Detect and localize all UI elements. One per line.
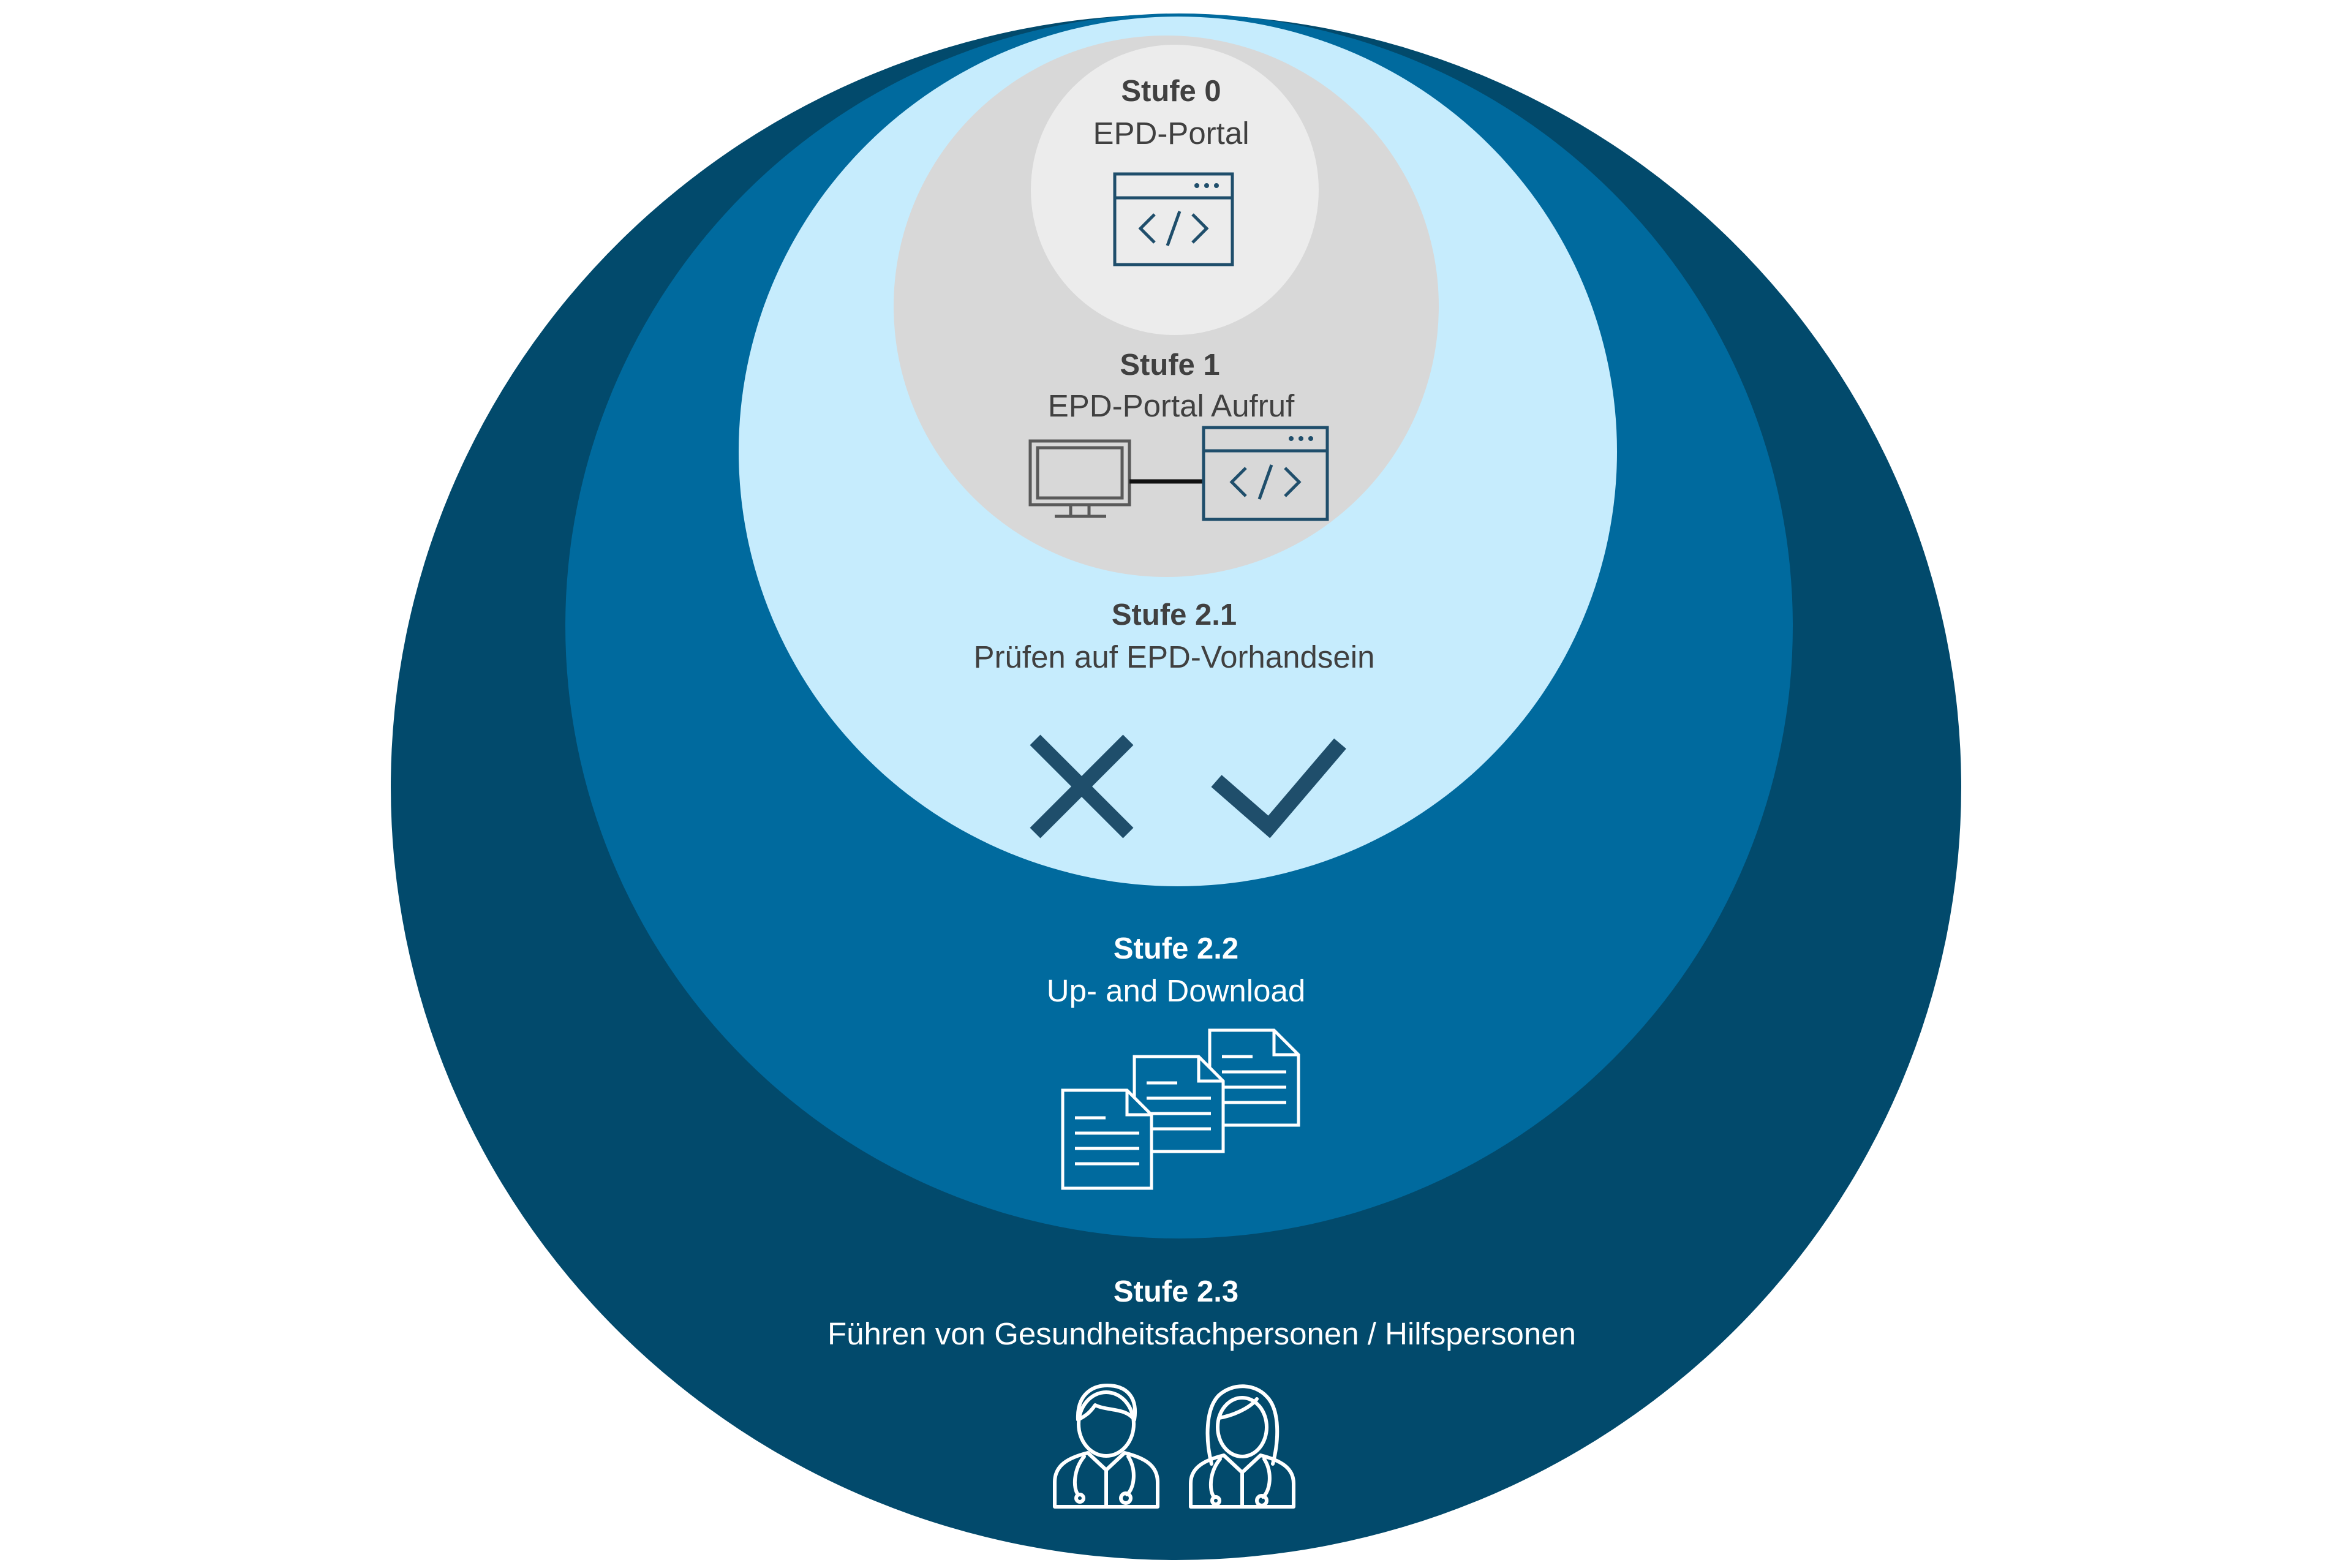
browser-code-icon	[1202, 426, 1329, 521]
female-doctor-icon	[1189, 1384, 1295, 1509]
level-0-title: Stufe 0	[1121, 75, 1221, 108]
browser-code-icon	[1113, 172, 1234, 266]
level-0-subtitle: EPD-Portal	[1093, 116, 1249, 151]
cross-icon	[1030, 734, 1134, 839]
check-icon	[1211, 738, 1346, 839]
level-2-1-title: Stufe 2.1	[1112, 598, 1237, 631]
level-2-1-subtitle: Prüfen auf EPD-Vorhandsein	[974, 639, 1375, 674]
document-icon	[1061, 1088, 1153, 1190]
level-2-2-subtitle: Up- and Download	[1047, 973, 1305, 1008]
document-icon	[1208, 1028, 1300, 1127]
level-1-subtitle: EPD-Portal Aufruf	[1048, 388, 1295, 423]
level-2-3-subtitle: Führen von Gesundheitsfachpersonen / Hil…	[827, 1316, 1576, 1351]
male-doctor-icon	[1053, 1384, 1159, 1509]
monitor-icon	[1028, 439, 1131, 518]
level-2-2-title: Stufe 2.2	[1114, 932, 1238, 965]
level-2-3-title: Stufe 2.3	[1114, 1275, 1238, 1308]
level-1-title: Stufe 1	[1120, 349, 1219, 382]
monitor-to-browser-icon	[1028, 426, 1329, 521]
documents-icon	[1061, 1028, 1300, 1190]
